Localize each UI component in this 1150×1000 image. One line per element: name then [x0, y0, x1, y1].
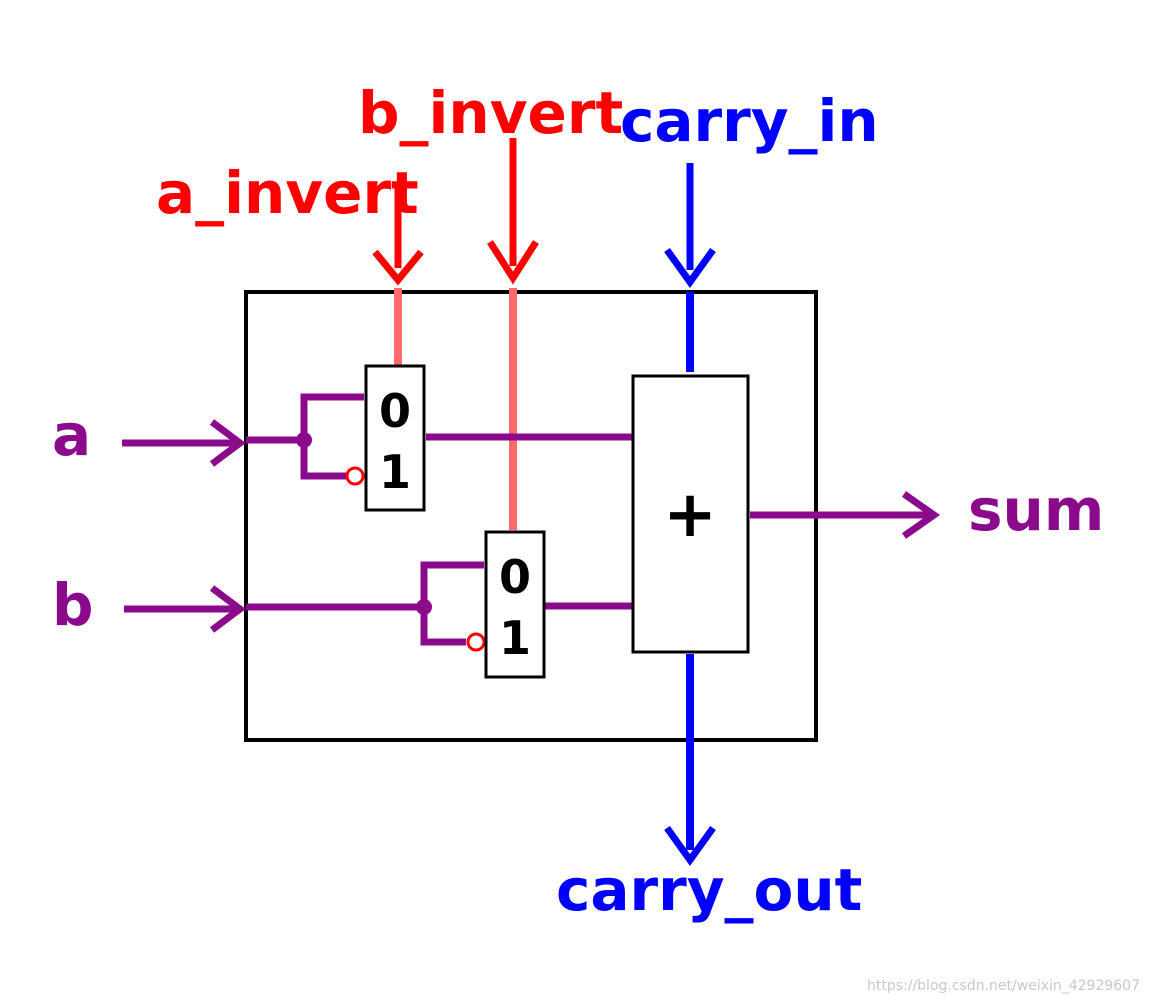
carry-out-signal	[664, 654, 716, 866]
b-invert-signal	[487, 138, 539, 530]
input-a-path	[122, 393, 364, 480]
carry-in-signal	[664, 163, 716, 372]
label-b: b	[52, 571, 94, 639]
mux-a-input-0: 0	[379, 384, 411, 438]
label-a-invert: a_invert	[156, 159, 419, 227]
sum-output-path	[750, 491, 941, 539]
inverter-bubble-a	[345, 466, 365, 486]
inverter-bubble-b	[466, 632, 486, 652]
watermark: https://blog.csdn.net/weixin_42929607	[867, 978, 1140, 994]
mux-b-input-1: 1	[499, 611, 531, 665]
label-sum: sum	[968, 476, 1104, 544]
label-a: a	[52, 401, 91, 469]
mux-b-input-0: 0	[499, 550, 531, 604]
mux-a-input-1: 1	[379, 445, 411, 499]
mux-a: 0 1	[364, 364, 426, 512]
label-b-invert: b_invert	[358, 79, 623, 147]
junction-dot-a	[296, 432, 312, 448]
adder: +	[631, 374, 750, 654]
junction-dot-b	[416, 599, 432, 615]
a-invert-signal	[372, 182, 424, 366]
label-carry-out: carry_out	[556, 856, 862, 924]
label-carry-in: carry_in	[620, 87, 879, 155]
adder-symbol: +	[663, 478, 717, 552]
mux-b: 0 1	[484, 530, 546, 679]
